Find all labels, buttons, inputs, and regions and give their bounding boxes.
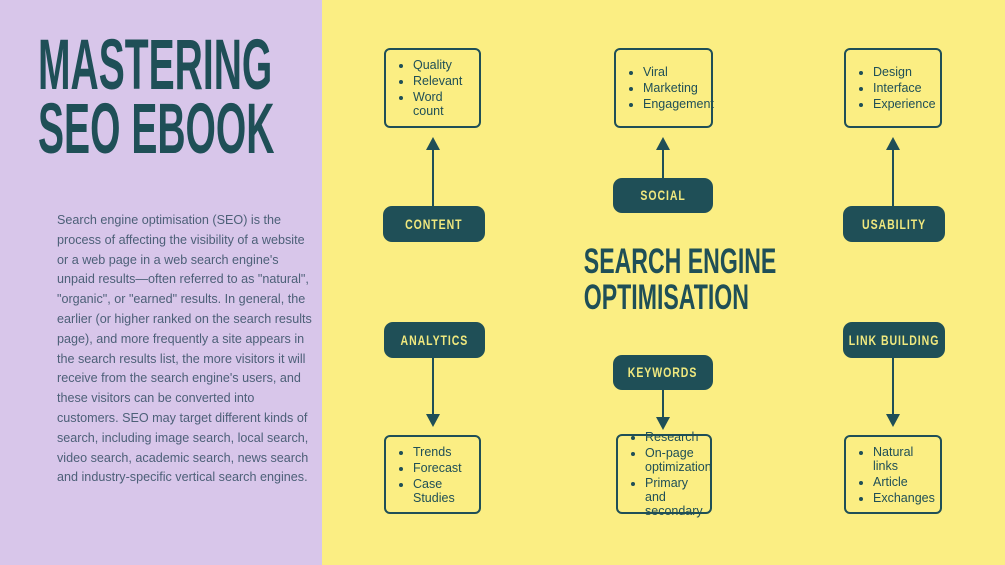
content-label: CONTENT (383, 206, 485, 242)
keywords-label-text: KEYWORDS (628, 365, 698, 380)
ebook-title: MASTERING SEO EBOOK (38, 26, 275, 169)
keywords-label: KEYWORDS (613, 355, 713, 390)
link-building-items-list: Natural links Article Exchanges (846, 443, 940, 507)
arrow-down-icon (885, 358, 901, 427)
analytics-label: ANALYTICS (384, 322, 485, 358)
content-items-list: Quality Relevant Word count (386, 56, 479, 120)
list-item: Research (645, 430, 712, 444)
analytics-items-list: Trends Forecast Case Studies (386, 443, 479, 507)
social-label: SOCIAL (613, 178, 713, 213)
diagram-title: SEARCH ENGINE OPTIMISATION (583, 242, 777, 317)
list-item: On-page optimization (645, 446, 712, 474)
social-label-text: SOCIAL (640, 188, 686, 203)
social-items-list: Viral Marketing Engagement (616, 63, 718, 113)
arrow-down-icon (655, 390, 671, 430)
content-items-box: Quality Relevant Word count (384, 48, 481, 128)
left-panel: MASTERING SEO EBOOK Search engine optimi… (0, 0, 322, 565)
list-item: Word count (413, 90, 475, 118)
usability-items-list: Design Interface Experience (846, 63, 940, 113)
arrow-down-icon (425, 358, 441, 427)
usability-label: USABILITY (843, 206, 945, 242)
list-item: Quality (413, 58, 475, 72)
list-item: Experience (873, 97, 936, 111)
diagram-panel: SEARCH ENGINE OPTIMISATION (322, 0, 1005, 565)
link-building-label-text: LINK BUILDING (848, 332, 940, 348)
list-item: Interface (873, 81, 936, 95)
content-label-text: CONTENT (405, 216, 463, 232)
link-building-label: LINK BUILDING (843, 322, 945, 358)
social-items-box: Viral Marketing Engagement (614, 48, 714, 128)
list-item: Primary and secondary (645, 476, 712, 518)
list-item: Relevant (413, 74, 475, 88)
diagram-title-line1: SEARCH ENGINE (583, 242, 777, 281)
analytics-items-box: Trends Forecast Case Studies (384, 435, 481, 514)
list-item: Case Studies (413, 477, 475, 505)
usability-items-box: Design Interface Experience (844, 48, 942, 128)
ebook-title-line2: SEO EBOOK (38, 90, 275, 169)
ebook-title-line1: MASTERING (38, 26, 273, 105)
list-item: Natural links (873, 445, 936, 473)
usability-label-text: USABILITY (861, 216, 927, 232)
list-item: Viral (643, 65, 714, 79)
keywords-items-list: Research On-page optimization Primary an… (618, 428, 716, 520)
ebook-description: Search engine optimisation (SEO) is the … (57, 213, 312, 485)
diagram-title-line2: OPTIMISATION (583, 278, 749, 317)
arrow-up-icon (425, 137, 441, 206)
list-item: Trends (413, 445, 475, 459)
list-item: Design (873, 65, 936, 79)
list-item: Engagement (643, 97, 714, 111)
arrow-up-icon (655, 137, 671, 178)
link-building-items-box: Natural links Article Exchanges (844, 435, 942, 514)
arrow-up-icon (885, 137, 901, 206)
list-item: Exchanges (873, 491, 936, 505)
keywords-items-box: Research On-page optimization Primary an… (616, 430, 712, 518)
list-item: Marketing (643, 81, 714, 95)
list-item: Article (873, 475, 936, 489)
analytics-label-text: ANALYTICS (400, 332, 469, 348)
list-item: Forecast (413, 461, 475, 475)
